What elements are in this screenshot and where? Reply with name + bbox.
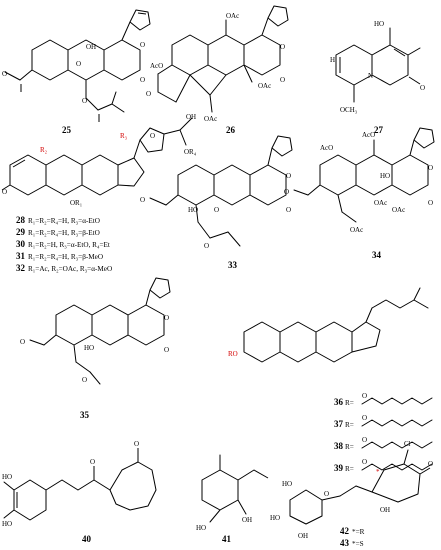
atom-o-28b: O — [150, 132, 155, 140]
atom-r2-28: R₂ — [40, 146, 48, 154]
atom-o-25: O — [140, 41, 145, 49]
atom-ho-40b: HO — [2, 520, 12, 528]
atom-or1-28: OR₁ — [70, 199, 82, 207]
atom-o-27: O — [420, 84, 425, 92]
atom-o-25e: O — [82, 97, 87, 105]
atom-oac-26a: OAc — [226, 12, 239, 20]
atom-o-33e: O — [140, 196, 145, 204]
atom-o-26b: O — [280, 76, 285, 84]
structure-35: O O HO O O — [20, 277, 171, 385]
atom-ho-42b: HO — [270, 514, 280, 522]
structure-41: HO OH — [196, 454, 269, 532]
compound-label-43: 43*=S — [340, 538, 364, 548]
atom-o-25b: O — [140, 76, 145, 84]
atom-o-40: O — [90, 458, 95, 466]
atom-o-36: O — [362, 392, 367, 400]
atom-oh-28: OH — [186, 113, 196, 121]
atom-n-27: N — [368, 72, 373, 80]
atom-ho-33: HO — [188, 206, 198, 214]
atom-o-38: O — [362, 436, 367, 444]
compound-label-34: 34 — [372, 250, 382, 260]
atom-o-25d: O — [2, 70, 7, 78]
structure-40: HO HO O O — [2, 440, 157, 528]
atom-aco-34b: AcO — [320, 144, 333, 152]
atom-o-35c: O — [82, 376, 87, 384]
atom-h-27: H — [330, 56, 335, 64]
compound-label-42: 42*=R — [340, 526, 365, 536]
atom-o-26c: O — [146, 90, 151, 98]
atom-aco-26: AcO — [150, 62, 163, 70]
atom-ho-41: HO — [196, 524, 206, 532]
compound-label-25: 25 — [62, 125, 72, 135]
atom-o-35: O — [164, 314, 169, 322]
atom-oh-42: OH — [380, 506, 390, 514]
compound-label-27: 27 — [374, 125, 384, 135]
compound-label-35: 35 — [80, 410, 90, 420]
atom-ho-27: HO — [374, 20, 384, 28]
atom-o-37: O — [362, 414, 367, 422]
structure-26: OAc OAc OAc AcO O O O — [146, 5, 289, 123]
atom-cl-42: Cl — [404, 440, 411, 448]
atom-o-33: O — [286, 172, 291, 180]
structure-28-32: O OH OR₄ OR₁ R₂ R₃ O — [1, 113, 197, 207]
atom-o-26: O — [280, 43, 285, 51]
atom-o-40b: O — [134, 440, 139, 448]
atom-o-39: O — [362, 458, 367, 466]
structure-34: AcO AcO OAc OAc OAc O O HO O — [284, 127, 435, 234]
atom-oh-41: OH — [242, 516, 252, 524]
atom-o-35d: O — [20, 338, 25, 346]
atom-o-33c: O — [214, 206, 219, 214]
atom-ho-34: HO — [380, 172, 390, 180]
structure-33: O O O HO O O — [140, 135, 293, 250]
atom-o-28: O — [2, 188, 7, 196]
atom-oac-26b: OAc — [258, 82, 271, 90]
compound-label-40: 40 — [82, 534, 92, 544]
structure-25: OH O O O O O — [2, 9, 151, 122]
atom-star-42: * — [376, 468, 380, 476]
atom-oac-34a: OAc — [374, 199, 387, 207]
atom-ho-40a: HO — [2, 473, 12, 481]
compound-label-26: 26 — [226, 125, 236, 135]
atom-oh-42b: OH — [298, 532, 308, 540]
atom-oh-25: OH — [86, 43, 96, 51]
atom-o-25c: O — [76, 60, 81, 68]
atom-ro-36: RO — [228, 350, 238, 358]
atom-o-34: O — [428, 164, 433, 172]
atom-oac-34b: OAc — [350, 226, 363, 234]
atom-o-35b: O — [164, 346, 169, 354]
atom-o-42: O — [428, 460, 433, 468]
atom-oac-34c: OAc — [392, 206, 405, 214]
atom-r3-28: R₃ — [120, 132, 128, 140]
structure-36-39: RO O O O O — [228, 287, 433, 471]
atom-o-42b: O — [324, 490, 329, 498]
atom-aco-34a: AcO — [362, 131, 375, 139]
atom-o-34c: O — [284, 188, 289, 196]
atom-och3-27: OCH₃ — [340, 106, 358, 114]
compound-label-33: 33 — [228, 260, 238, 270]
compound-label-41: 41 — [222, 534, 232, 544]
atom-o-33b: O — [286, 206, 291, 214]
atom-ho-42a: HO — [282, 480, 292, 488]
atom-o-33d: O — [204, 242, 209, 250]
structure-27: HO O N H OCH₃ — [330, 20, 425, 114]
atom-o-34b: O — [428, 199, 433, 207]
atom-ho-35: HO — [84, 344, 94, 352]
atom-or4-28: OR₄ — [184, 148, 197, 156]
atom-oac-26c: OAc — [204, 115, 217, 123]
structure-42-43: Cl O OH * HO HO OH O — [270, 440, 433, 540]
